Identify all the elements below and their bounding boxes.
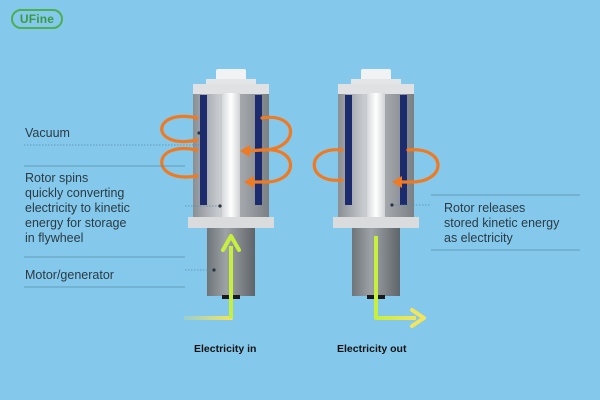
flywheel-right-base-plate: [333, 217, 419, 228]
flywheel-left-cap: [206, 69, 256, 85]
label-rotor-releases-line: stored kinetic energy: [444, 216, 560, 230]
caption-electricity-in: Electricity in: [194, 343, 256, 355]
label-rotor-spins-line: quickly converting: [25, 186, 125, 200]
label-rotor-spins: Rotor spins quickly converting electrici…: [25, 171, 130, 246]
flywheel-left-magnet-left: [200, 95, 207, 205]
flywheel-right-top-plate: [338, 84, 414, 94]
ufine-logo: UFine: [11, 9, 63, 29]
caption-electricity-out: Electricity out: [337, 343, 406, 355]
caption-electricity-in-text: Electricity in: [194, 343, 257, 355]
flywheel-right-magnet-left: [345, 95, 352, 205]
flywheel-right-shaft: [367, 93, 385, 221]
label-motor-generator-text: Motor/generator: [25, 268, 114, 282]
logo-text: UFine: [19, 12, 55, 26]
label-rotor-releases-line: as electricity: [444, 231, 513, 245]
flywheel-right-cap: [351, 69, 401, 85]
flywheel-left-top-plate: [193, 84, 269, 94]
label-vacuum: Vacuum: [25, 126, 70, 141]
label-rotor-spins-line: in flywheel: [25, 231, 84, 245]
rotation-arrowheads-right: [392, 176, 402, 188]
rotation-arrows-left: [160, 114, 292, 184]
label-rotor-spins-line: Rotor spins: [25, 171, 89, 185]
label-rotor-spins-line: energy for storage: [25, 216, 127, 230]
caption-electricity-out-text: Electricity out: [337, 343, 407, 355]
flywheel-left-base-plate: [188, 217, 274, 228]
energy-in-arrow: [184, 234, 241, 320]
label-motor-generator: Motor/generator: [25, 268, 114, 283]
flywheel-right: [333, 69, 419, 299]
flywheel-right-magnet-right: [400, 95, 407, 205]
label-rotor-releases-line: Rotor releases: [444, 201, 526, 215]
label-rotor-releases: Rotor releases stored kinetic energy as …: [444, 201, 559, 246]
flywheel-left-shaft: [222, 93, 240, 221]
energy-out-arrow: [374, 236, 426, 328]
rotation-arrowheads-left: [240, 145, 254, 188]
leader-dots: [197, 131, 394, 272]
leader-lines: [24, 144, 580, 288]
label-rotor-spins-line: electricity to kinetic: [25, 201, 130, 215]
label-vacuum-text: Vacuum: [25, 126, 70, 140]
